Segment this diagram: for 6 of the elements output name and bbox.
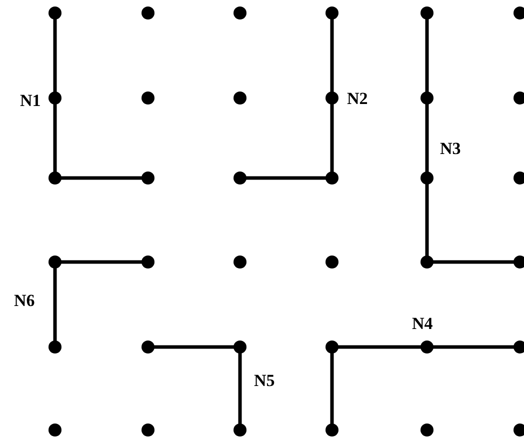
path-label: N2 xyxy=(347,90,368,107)
path-label: N6 xyxy=(14,292,35,309)
path-label: N3 xyxy=(440,140,461,157)
path-label: N1 xyxy=(20,92,41,109)
path-label: N5 xyxy=(254,372,275,389)
path-label: N4 xyxy=(412,315,433,332)
